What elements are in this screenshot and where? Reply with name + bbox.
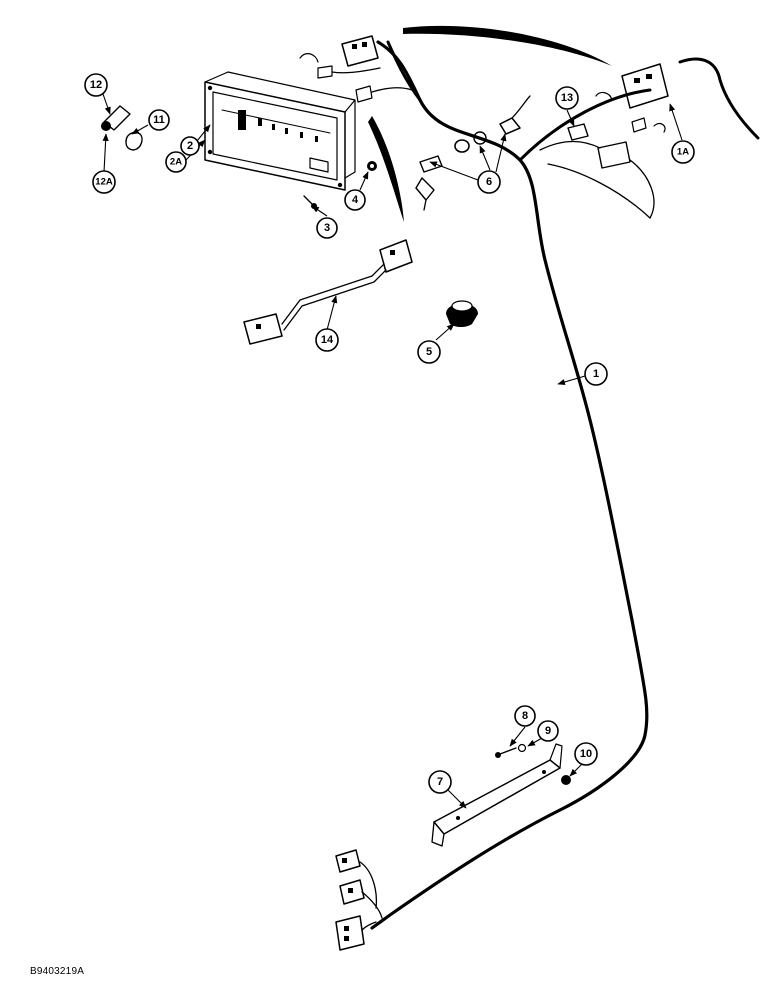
harness-14 (243, 239, 413, 345)
callout-13: 13 (555, 86, 579, 110)
callout-6: 6 (477, 170, 501, 194)
svg-text:1: 1 (593, 368, 599, 380)
svg-text:11: 11 (153, 114, 165, 126)
bracket-bolt (495, 747, 517, 758)
svg-text:3: 3 (324, 222, 330, 234)
callout-7: 7 (428, 770, 452, 794)
connector-13 (539, 123, 655, 219)
instrument-cluster (204, 71, 356, 191)
callout-3: 3 (316, 217, 338, 239)
key-switch (415, 95, 531, 211)
callout-4: 4 (344, 189, 366, 211)
svg-text:7: 7 (437, 776, 443, 788)
svg-text:10: 10 (580, 748, 592, 760)
grommet (446, 300, 478, 327)
figure-id: B9403219A (30, 966, 85, 977)
bracket-washer (517, 743, 527, 753)
bulb-socket (101, 105, 143, 151)
harness-connector-top-left (299, 35, 413, 103)
svg-text:2: 2 (187, 140, 193, 152)
svg-text:8: 8 (522, 710, 528, 722)
callout-12: 12 (84, 73, 108, 97)
callout-12a: 12A (92, 170, 116, 194)
callout-1a: 1A (671, 140, 695, 164)
callout-8: 8 (514, 705, 536, 727)
callout-5: 5 (417, 340, 441, 364)
lower-connectors (335, 849, 383, 951)
callout-9: 9 (537, 720, 559, 742)
callout-1: 1 (584, 362, 608, 386)
callout-14: 14 (315, 328, 339, 352)
callout-2: 2 (180, 136, 200, 156)
cluster-nut (367, 161, 377, 171)
svg-text:1A: 1A (677, 147, 689, 158)
callout-2a: 2A (165, 151, 187, 173)
mounting-bracket (431, 743, 563, 847)
callout-11: 11 (148, 109, 170, 131)
harness-connector-1a (595, 63, 669, 133)
svg-text:14: 14 (321, 334, 334, 346)
bracket-nut (561, 775, 571, 785)
svg-text:5: 5 (426, 346, 432, 358)
routing-arrows (368, 25, 612, 222)
main-harness (370, 40, 760, 930)
svg-text:12: 12 (90, 79, 102, 91)
svg-text:9: 9 (545, 725, 551, 737)
svg-text:4: 4 (352, 194, 359, 206)
cluster-screw (303, 195, 317, 209)
svg-text:12A: 12A (95, 177, 113, 188)
svg-text:2A: 2A (170, 157, 182, 168)
callout-10: 10 (574, 742, 598, 766)
svg-text:13: 13 (561, 92, 573, 104)
leader-lines (102, 93, 683, 809)
svg-text:6: 6 (486, 176, 492, 188)
